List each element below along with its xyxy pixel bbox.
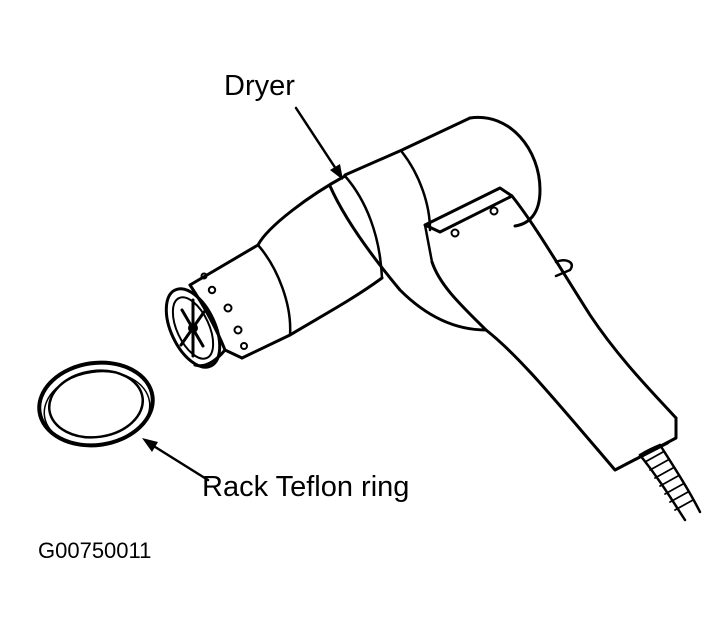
figure-id: G00750011 xyxy=(38,538,152,563)
power-cord xyxy=(638,443,702,522)
teflon-ring xyxy=(37,360,155,448)
nozzle-face xyxy=(164,287,222,369)
dryer-body xyxy=(188,115,542,368)
dryer-handle xyxy=(328,184,678,472)
dryer-label: Dryer xyxy=(224,70,295,102)
teflon-ring-label: Rack Teflon ring xyxy=(202,471,410,503)
ring-leader-arrow xyxy=(142,438,210,482)
dryer-leader-arrow xyxy=(294,106,343,180)
